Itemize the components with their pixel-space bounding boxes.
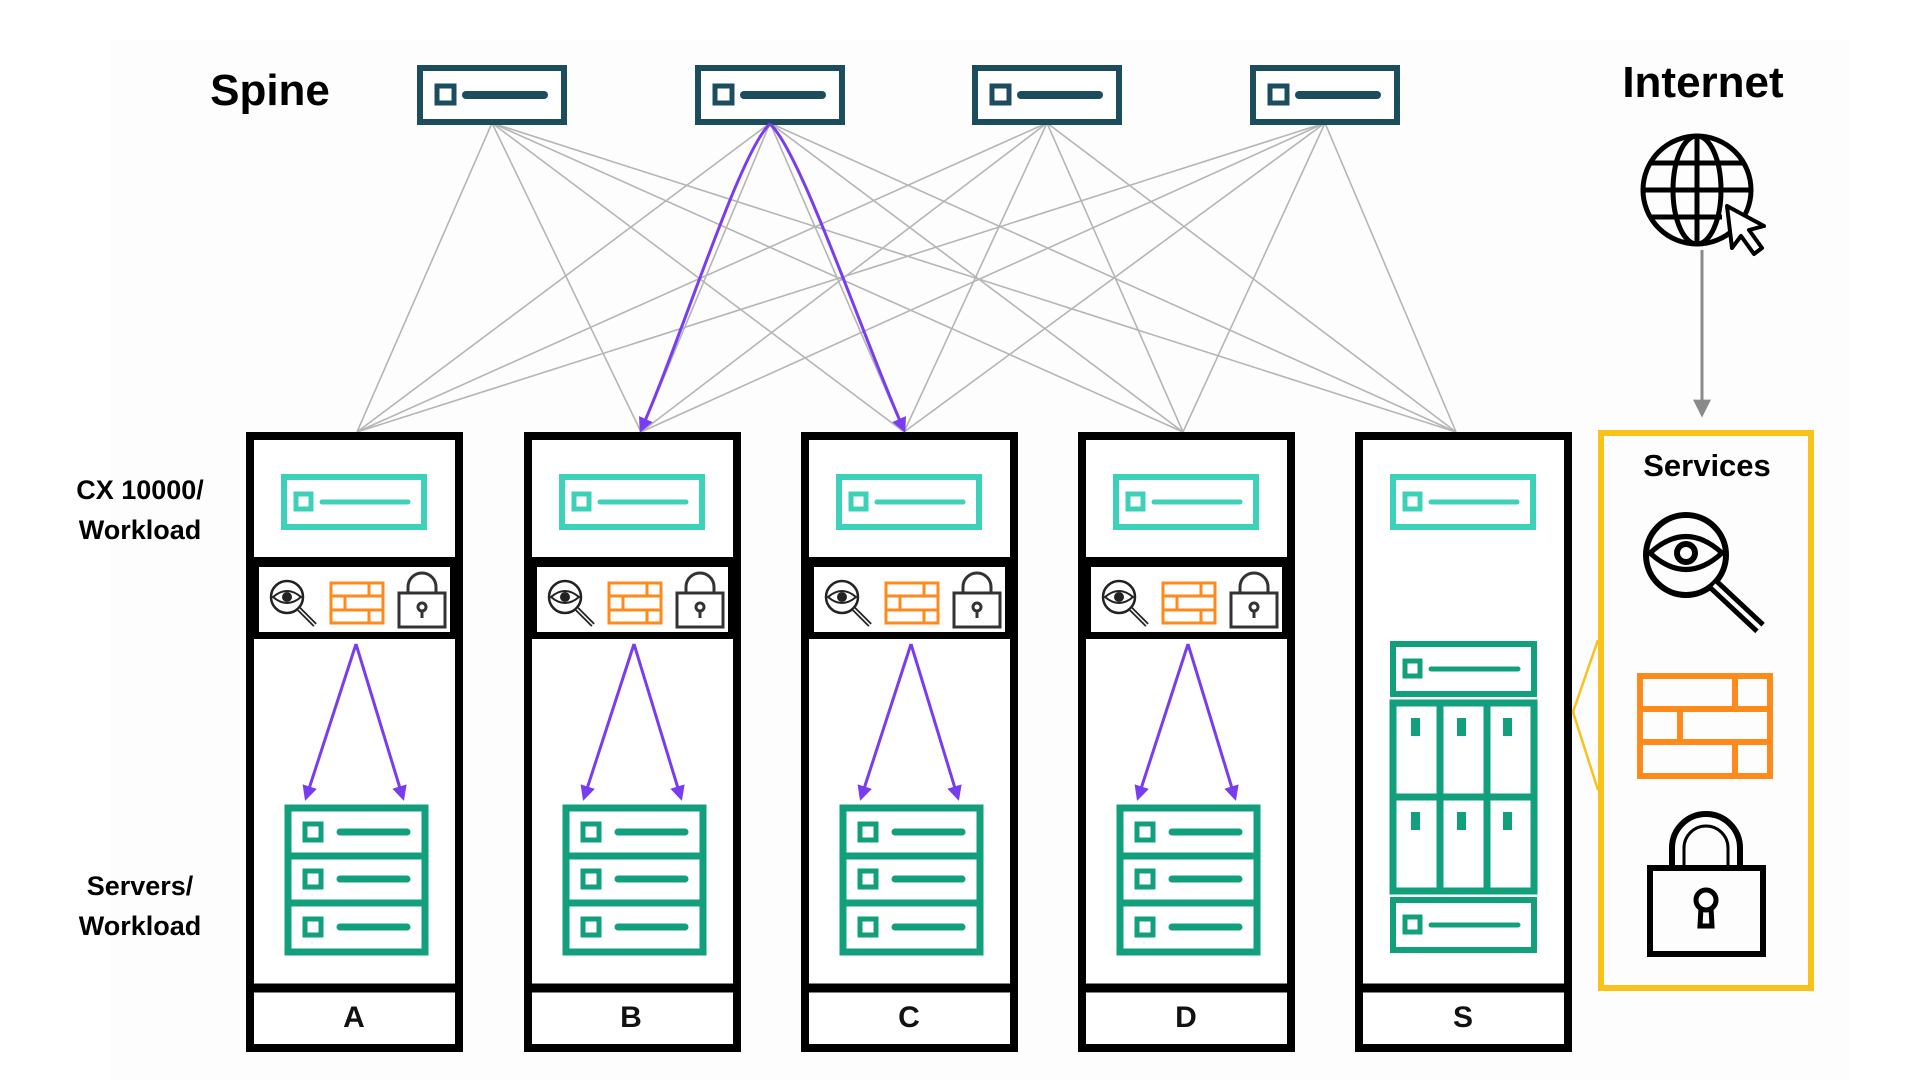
fabric-link-spine-1-b [491, 122, 642, 433]
spine-3-switch-icon [972, 65, 1122, 125]
fabric-link-spine-4-b [640, 122, 1326, 433]
fabric-link-spine-2-a [356, 122, 771, 433]
storage-array-icon [1389, 641, 1538, 953]
visibility-icon [1643, 512, 1765, 634]
internal-flow-arrow-right [909, 643, 962, 801]
fabric-link-spine-4-d [1182, 122, 1326, 433]
fabric-link-spine-2-s [769, 122, 1457, 433]
firewall-icon [1637, 673, 1773, 779]
fabric-links [356, 122, 1457, 433]
fabric-link-spine-3-a [356, 122, 1048, 433]
fabric-link-spine-1-c [491, 122, 905, 433]
flow-arrow-spine2-to-c [768, 122, 906, 433]
firewall-icon [1161, 581, 1217, 625]
services-label: Services [1643, 448, 1771, 483]
internal-flow-arrow-left [857, 643, 913, 801]
leaf-switch-icon [1390, 474, 1536, 530]
fabric-link-spine-4-c [903, 122, 1326, 433]
flow-arrows [639, 122, 906, 433]
fabric-link-spine-3-c [903, 122, 1048, 433]
fabric-link-spine-3-s [1046, 122, 1457, 433]
leaf-switch-icon [281, 474, 427, 530]
storage-head-unit [1390, 641, 1537, 697]
firewall-icon [884, 581, 940, 625]
server-stack-icon [1116, 804, 1261, 956]
leaf-switch-icon [559, 474, 705, 530]
internal-flow-arrow-right [1186, 643, 1239, 801]
firewall-icon [329, 581, 385, 625]
server-stack-icon [839, 804, 984, 956]
rack-label-d: D [1175, 1001, 1197, 1034]
servers-label-line1: Servers/ [86, 871, 194, 901]
services-callout [1571, 639, 1600, 791]
server-stack-icon [562, 804, 707, 956]
rack-label-a: A [343, 1001, 365, 1034]
internet-label: Internet [1622, 58, 1784, 107]
firewall-icon [607, 581, 663, 625]
flow-arrow-spine2-to-b [639, 122, 772, 433]
cx10000-label-line2: Workload [78, 515, 202, 545]
rack-b [524, 432, 741, 1052]
fabric-link-spine-2-c [769, 122, 905, 433]
rack-d [1078, 432, 1295, 1052]
lock-icon [397, 571, 447, 629]
fabric-link-spine-1-s [491, 122, 1457, 433]
spine-label: Spine [210, 66, 330, 115]
cx10000-workload-label: CX 10000/ Workload [50, 470, 230, 550]
internal-flow-arrow-left [1134, 643, 1190, 801]
visibility-icon [1101, 579, 1149, 627]
fabric-link-spine-4-a [356, 122, 1326, 433]
lock-icon [952, 571, 1002, 629]
servers-workload-label: Servers/ Workload [50, 866, 230, 946]
visibility-icon [269, 579, 317, 627]
rack-c [801, 432, 1018, 1052]
visibility-icon [547, 579, 595, 627]
rack-s [1355, 432, 1572, 1052]
rack-label-s: S [1452, 1001, 1473, 1034]
globe-cursor-icon [1640, 133, 1766, 256]
rack-label-c: C [898, 1001, 920, 1034]
leaf-switch-icon [836, 474, 982, 530]
services-box [1598, 430, 1814, 991]
spine-4-switch-icon [1250, 65, 1400, 125]
visibility-icon [824, 579, 872, 627]
leaf-switch-icon [1113, 474, 1259, 530]
internal-flow-arrow-left [580, 643, 636, 801]
lock-icon [1229, 571, 1279, 629]
fabric-link-spine-1-a [356, 122, 493, 433]
fabric-link-spine-4-s [1324, 122, 1457, 433]
spine-layer [417, 65, 1400, 125]
internal-flow-arrow-left [302, 643, 358, 801]
storage-tail-unit [1390, 897, 1537, 953]
server-stack-icon [284, 804, 429, 956]
spine-2-switch-icon [695, 65, 845, 125]
cx10000-label-line1: CX 10000/ [76, 475, 204, 505]
lock-icon [675, 571, 725, 629]
rack-a [246, 432, 463, 1052]
servers-label-line2: Workload [78, 911, 202, 941]
fabric-link-spine-2-d [769, 122, 1184, 433]
rack-layer [246, 432, 1572, 1052]
internal-flow-arrow-right [354, 643, 407, 801]
lock-icon [1647, 811, 1766, 957]
rack-label-b: B [620, 1001, 642, 1034]
spine-1-switch-icon [417, 65, 567, 125]
internal-flow-arrow-right [632, 643, 685, 801]
